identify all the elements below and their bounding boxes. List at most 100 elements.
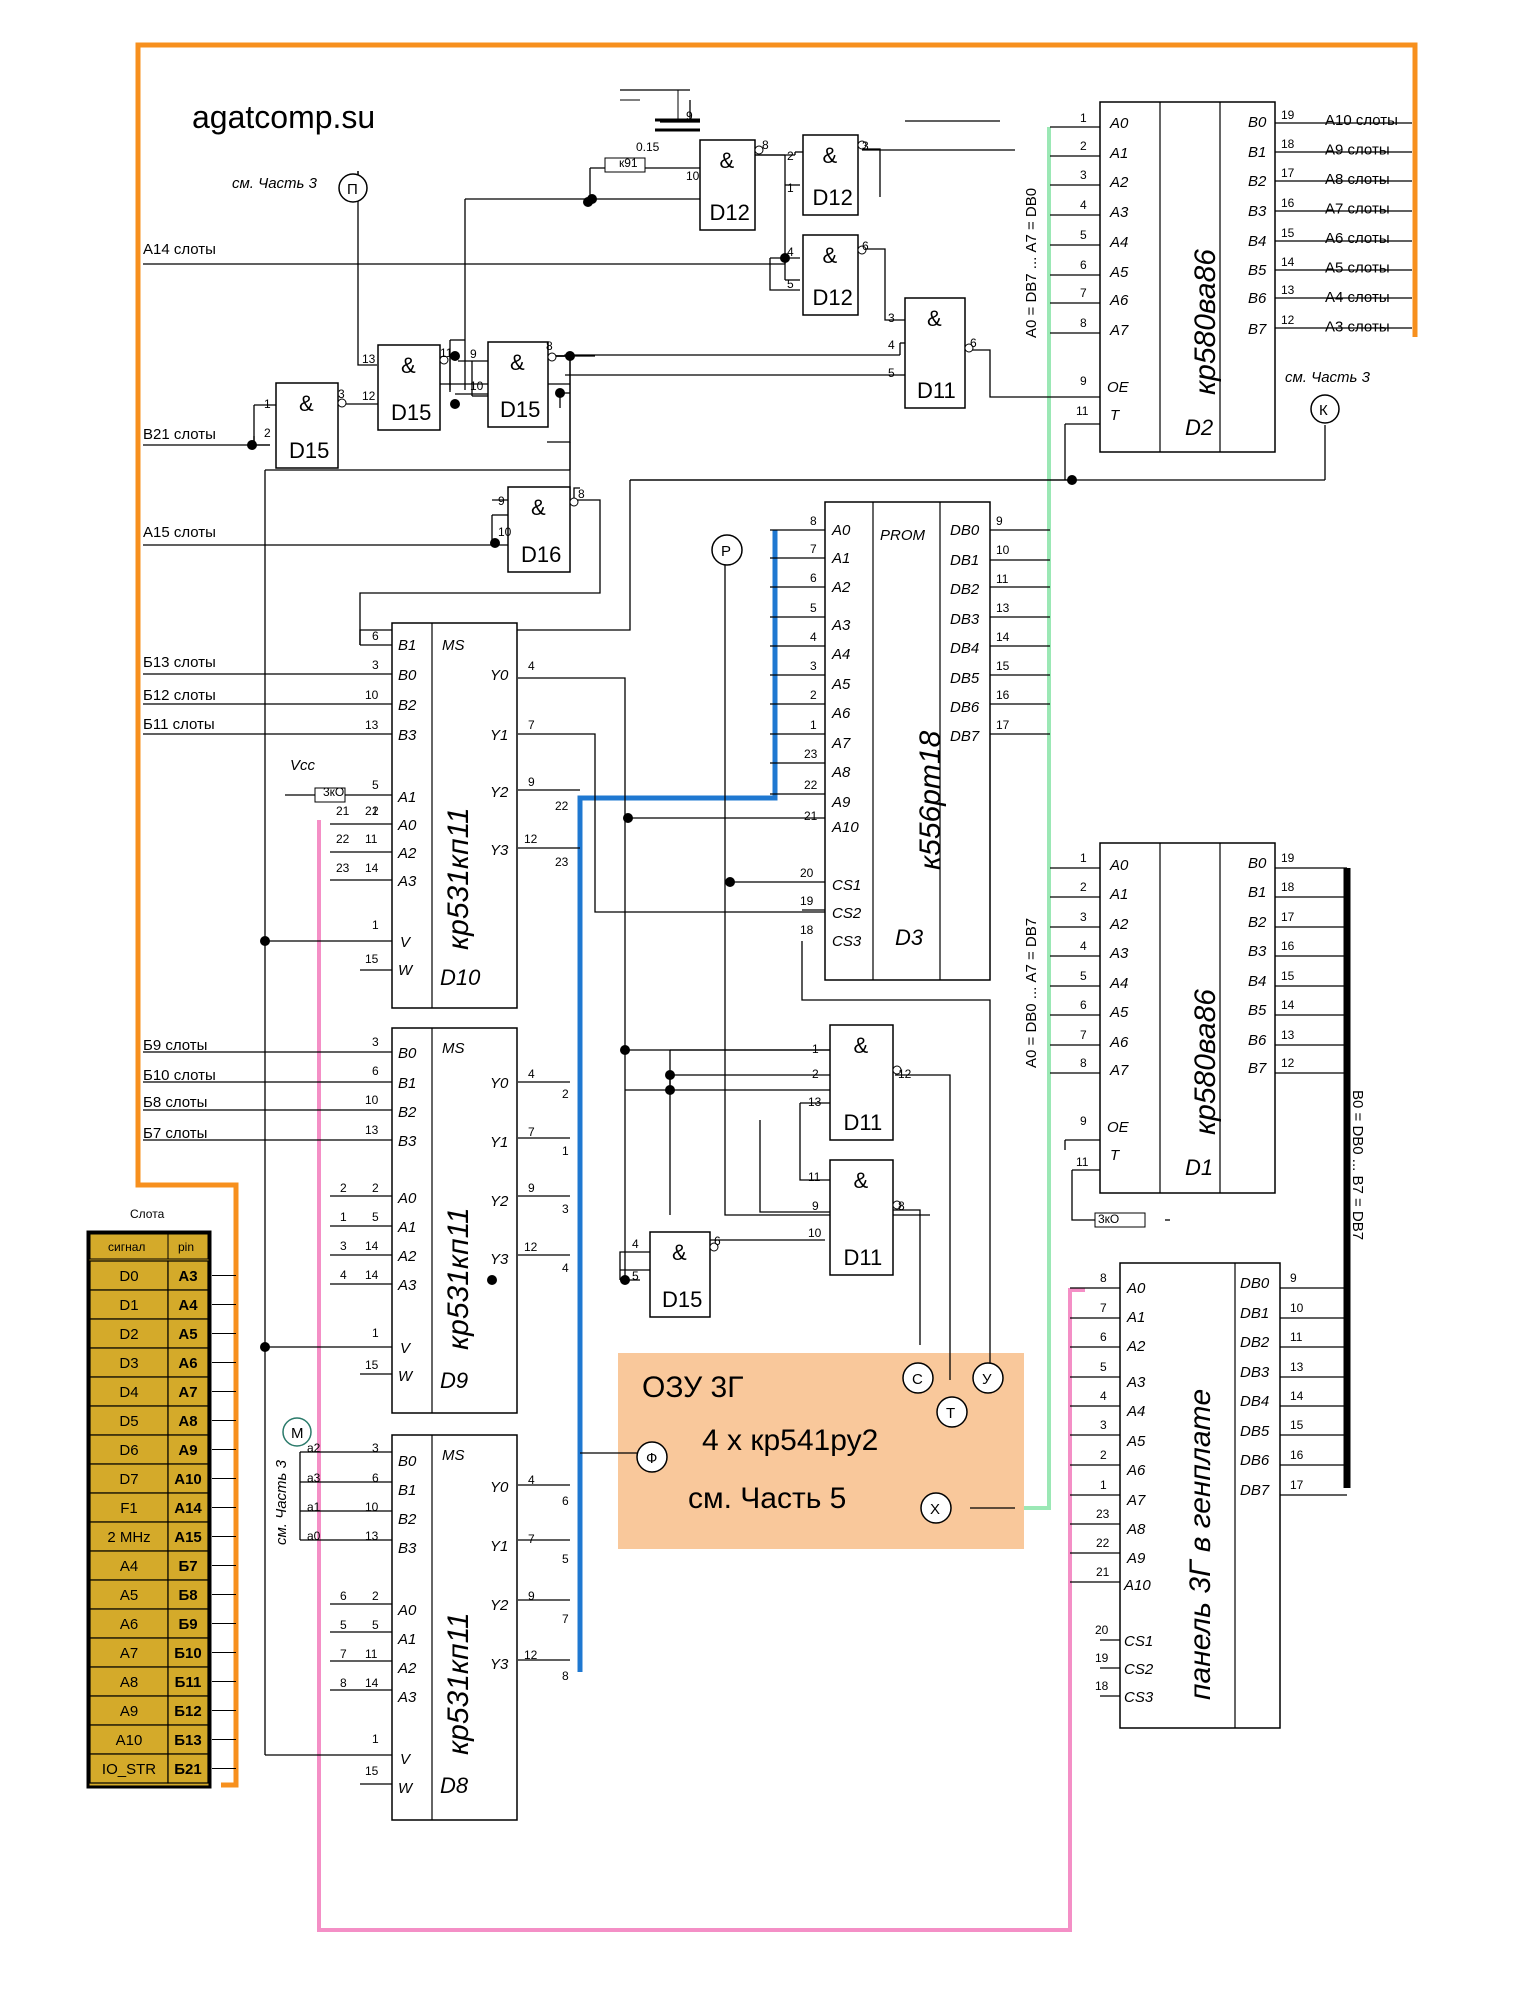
ram-line3: см. Часть 5 (688, 1482, 846, 1515)
pin-label: A3 (1109, 204, 1129, 221)
sig-a15: А15 слоты (143, 524, 216, 541)
pin-label: A8 (1126, 1521, 1146, 1538)
pin-label: B2 (398, 697, 417, 714)
slot-pin: Б9 (178, 1616, 197, 1633)
pin-label: 22 (1096, 1536, 1110, 1550)
pin-label: CS2 (832, 905, 862, 922)
wire (547, 355, 571, 443)
pin-label: 8 (562, 1669, 569, 1683)
pin-label: 8 (762, 138, 769, 152)
pin-label: A3 (397, 1689, 417, 1706)
slot-signal: A4 (120, 1558, 138, 1575)
pin-label: B5 (1248, 262, 1267, 279)
resistor-3k-d1 (1094, 1212, 1146, 1228)
pin-label: 18 (800, 923, 814, 937)
slot-pin: Б21 (174, 1761, 201, 1778)
pin-label: 23 (555, 855, 569, 869)
pin-label: B2 (1248, 914, 1267, 931)
pin-label: 2 (340, 1181, 347, 1195)
gate-id: D15 (289, 438, 329, 463)
chip-tag: MS (442, 1447, 465, 1464)
pin-label: 11 (1290, 1330, 1303, 1344)
resistor-k91 (604, 157, 646, 173)
pin-label: A4 (1126, 1403, 1145, 1420)
pin-label: A5 (1109, 1004, 1129, 1021)
chip-id: D8 (440, 1773, 469, 1798)
chip-name: кр531кп11 (442, 1207, 475, 1350)
connector-letter: П (347, 181, 358, 198)
pin-label: 18 (1281, 137, 1295, 151)
pin-label: 13 (996, 601, 1010, 615)
connector-letter: Х (930, 1501, 940, 1518)
slot-signal: D4 (119, 1384, 138, 1401)
connector-circle (936, 1396, 968, 1428)
slot-pin: А6 (178, 1355, 197, 1372)
pin-label: 17 (1290, 1478, 1304, 1492)
pin-label: 9 (498, 494, 505, 508)
pin-label: 1 (812, 1042, 819, 1056)
connector-circle (902, 1362, 934, 1394)
gate-d12: &D12 (802, 134, 867, 216)
pin-label: A3 (1109, 945, 1129, 962)
pin-label: A8 (831, 764, 851, 781)
pin-label: B2 (398, 1104, 417, 1121)
sig-b12: Б12 слоты (143, 687, 216, 704)
pin-label: 4 (562, 1261, 569, 1275)
pin-label: DB2 (1240, 1334, 1270, 1351)
pin-label: B1 (1248, 144, 1266, 161)
pin-label: 3 (1080, 910, 1087, 924)
pin-label: CS3 (1124, 1689, 1154, 1706)
connector-letter: Ф (646, 1450, 657, 1467)
sig-b7: Б7 слоты (143, 1125, 207, 1142)
right-signal-label: А5 слоты (1325, 260, 1390, 277)
pin-label: B0 (1248, 114, 1267, 131)
pin-label: 9 (528, 775, 535, 789)
pin-label: B0 (398, 667, 417, 684)
pin-label: 7 (340, 1647, 347, 1661)
pin-label: A6 (1109, 292, 1129, 309)
pin-label: 1 (264, 397, 271, 411)
pin-label: 23 (804, 747, 818, 761)
pin-label: 14 (365, 861, 379, 875)
pin-label: A0 (1126, 1280, 1146, 1297)
pin-label: 4 (1080, 939, 1087, 953)
pin-label: 11 (440, 346, 453, 360)
chip-tag: MS (442, 1040, 465, 1057)
pin-label: 21 (1096, 1565, 1110, 1579)
pin-label: 20 (800, 866, 814, 880)
slot-table-cell (167, 1260, 209, 1291)
junction-dot (587, 194, 597, 204)
pin-label: 2 (1100, 1448, 1107, 1462)
wire (895, 1074, 951, 1380)
pin-label: 3 (888, 311, 895, 325)
pin-label: 13 (1290, 1360, 1304, 1374)
pin-label: 12 (1281, 1056, 1295, 1070)
pin-label: V (400, 1751, 412, 1768)
chip-id: D9 (440, 1368, 468, 1393)
pin-label: A7 (831, 735, 851, 752)
gate-id: D12 (710, 200, 750, 225)
gate-d15: &D15 (275, 382, 347, 469)
inverter-bubble (709, 1242, 719, 1252)
pin-label: 7 (1100, 1301, 1107, 1315)
bus-note-d2: А0 = DB7 ... А7 = DB0 (1023, 188, 1040, 338)
wire (518, 733, 825, 913)
pin-label: 12 (524, 1648, 538, 1662)
slot-pin: Б10 (174, 1645, 201, 1662)
connector-letter: Р (721, 543, 731, 560)
pin-label: 22 (336, 832, 350, 846)
pin-label: 13 (808, 1095, 822, 1109)
junction-dot (450, 351, 460, 361)
pin-label: CS2 (1124, 1661, 1154, 1678)
pin-label: 10 (498, 525, 512, 539)
gate-d16: &D16 (507, 486, 579, 573)
pin-label: 2 (372, 804, 379, 818)
junction-dot (260, 936, 270, 946)
connector-circle (711, 534, 743, 566)
slot-table-cell (167, 1579, 209, 1610)
slot-pin: Б12 (174, 1703, 201, 1720)
pin-label: 19 (800, 894, 814, 908)
